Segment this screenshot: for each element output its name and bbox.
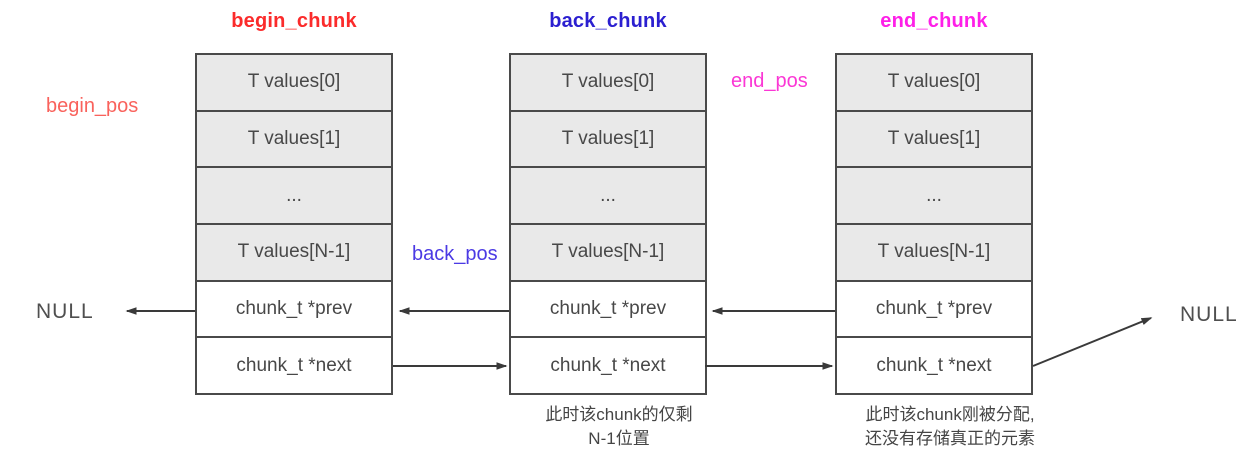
arrow-end-next-to-null-icon <box>1032 317 1153 367</box>
begin-chunk-cell-values0: T values[0] <box>197 55 391 110</box>
back-chunk-cell-ellipsis: ... <box>511 166 705 224</box>
back-chunk-cell-valuesN1: T values[N-1] <box>511 223 705 280</box>
begin-chunk-cell-values1: T values[1] <box>197 109 391 167</box>
back-chunk-cell-values1: T values[1] <box>511 109 705 167</box>
back-chunk-caption-line1: 此时该chunk的仅剩 <box>545 405 693 424</box>
back-chunk-cell-prev: chunk_t *prev <box>511 279 705 337</box>
back-chunk-title: back_chunk <box>549 10 667 32</box>
begin-pos-label: begin_pos <box>46 95 139 117</box>
end-chunk-caption-line1: 此时该chunk刚被分配, <box>865 405 1035 424</box>
end-pos-label: end_pos <box>731 70 808 92</box>
end-chunk-cell-next: chunk_t *next <box>837 336 1031 394</box>
begin-chunk-title: begin_chunk <box>231 10 357 32</box>
end-chunk-cell-values1: T values[1] <box>837 109 1031 167</box>
end-chunk-title: end_chunk <box>880 10 988 32</box>
end-chunk-box: T values[0] T values[1] ... T values[N-1… <box>835 53 1033 395</box>
begin-chunk-cell-next: chunk_t *next <box>197 336 391 394</box>
end-chunk-caption-line2: 还没有存储真正的元素 <box>865 429 1035 448</box>
begin-chunk-cell-valuesN1: T values[N-1] <box>197 223 391 280</box>
null-left-label: NULL <box>36 300 94 323</box>
null-right-label: NULL <box>1180 303 1238 326</box>
back-chunk-caption-line2: N-1位置 <box>588 429 650 448</box>
back-chunk-cell-values0: T values[0] <box>511 55 705 110</box>
back-pos-label: back_pos <box>412 243 498 265</box>
begin-chunk-cell-prev: chunk_t *prev <box>197 279 391 337</box>
back-chunk-box: T values[0] T values[1] ... T values[N-1… <box>509 53 707 395</box>
end-chunk-cell-ellipsis: ... <box>837 166 1031 224</box>
end-chunk-caption: 此时该chunk刚被分配, 还没有存储真正的元素 <box>830 403 1070 451</box>
begin-chunk-box: T values[0] T values[1] ... T values[N-1… <box>195 53 393 395</box>
begin-chunk-cell-ellipsis: ... <box>197 166 391 224</box>
back-chunk-caption: 此时该chunk的仅剩 N-1位置 <box>509 403 729 451</box>
end-chunk-cell-values0: T values[0] <box>837 55 1031 110</box>
end-chunk-cell-valuesN1: T values[N-1] <box>837 223 1031 280</box>
end-chunk-cell-prev: chunk_t *prev <box>837 279 1031 337</box>
back-chunk-cell-next: chunk_t *next <box>511 336 705 394</box>
